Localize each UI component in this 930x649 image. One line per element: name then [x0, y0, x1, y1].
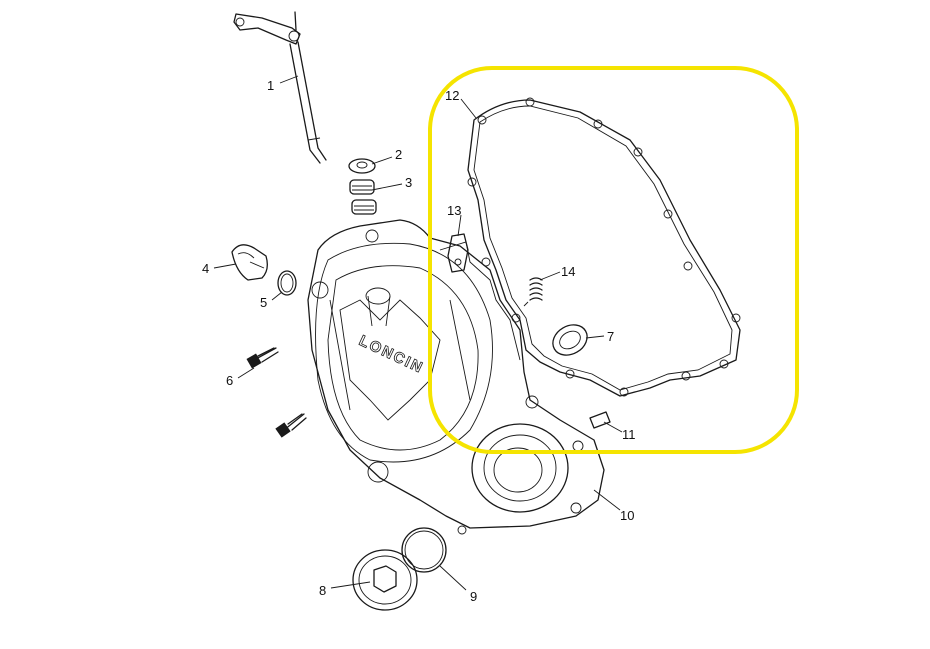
part-2-washer: [348, 158, 376, 174]
part-6-bolts: [246, 347, 307, 438]
part-9-o-ring: [401, 527, 447, 573]
callout-12: 12: [445, 88, 459, 103]
part-4-plug: [231, 244, 268, 281]
part-12-gasket: [467, 97, 741, 397]
callout-labels: 1 2 3 4 5 6 7 8 9 10 11 12 13 14: [202, 78, 636, 604]
callout-10: 10: [620, 508, 634, 523]
callout-1: 1: [267, 78, 274, 93]
callout-4: 4: [202, 261, 209, 276]
part-8-cap: [352, 549, 418, 611]
part-7-seal: [552, 324, 588, 356]
callout-3: 3: [405, 175, 412, 190]
clutch-cover: LONCIN: [307, 219, 605, 535]
highlight-box: [428, 66, 799, 454]
leader-lines: [213, 75, 623, 591]
part-13-bracket: [447, 233, 469, 273]
callout-7: 7: [607, 329, 614, 344]
callout-9: 9: [470, 589, 477, 604]
callout-13: 13: [447, 203, 461, 218]
part-1-shaft: [233, 11, 327, 164]
part-5-o-ring: [277, 270, 297, 296]
part-11-dowel: [589, 411, 611, 429]
callout-6: 6: [226, 373, 233, 388]
part-14-spring: [523, 277, 543, 307]
loncin-logo: LONCIN: [356, 332, 426, 377]
callout-11: 11: [622, 427, 636, 442]
part-3-bearings: [349, 179, 377, 215]
callout-5: 5: [260, 295, 267, 310]
callout-8: 8: [319, 583, 326, 598]
callout-2: 2: [395, 147, 402, 162]
callout-14: 14: [561, 264, 575, 279]
